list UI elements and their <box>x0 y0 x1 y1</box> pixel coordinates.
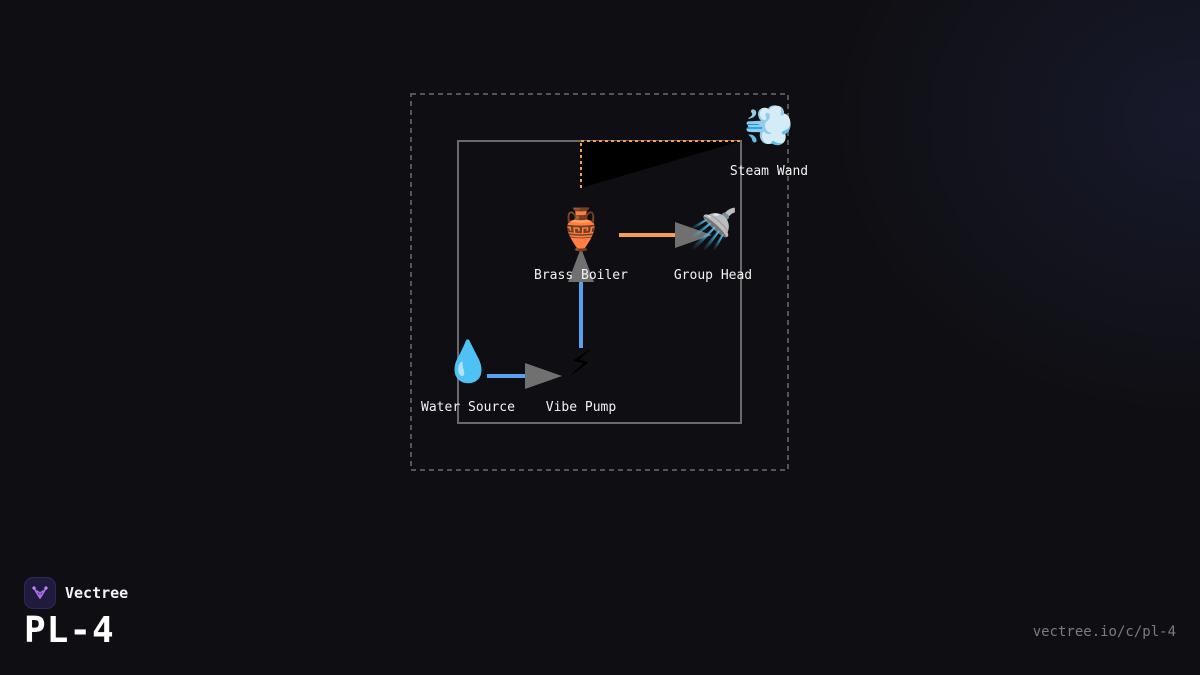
amphora-icon: 🏺 <box>556 206 606 253</box>
steam-icon: 💨 <box>744 103 794 149</box>
node-steam-wand[interactable]: 💨 Steam Wand <box>730 103 808 179</box>
node-brass-boiler[interactable]: 🏺 Brass Boiler <box>534 206 628 283</box>
diagram-url[interactable]: vectree.io/c/pl-4 <box>1032 624 1176 640</box>
node-group-head[interactable]: 🚿 Group Head <box>674 206 752 283</box>
node-vibe-pump[interactable]: ⚡ Vibe Pump <box>546 339 617 415</box>
arrow-water-pump <box>525 363 562 389</box>
node-label-vibe-pump: Vibe Pump <box>546 400 617 415</box>
steam-wedge <box>581 141 741 188</box>
arrow-pump-boiler <box>568 248 594 282</box>
node-label-brass-boiler: Brass Boiler <box>534 268 628 283</box>
brand-name: Vectree <box>65 584 129 602</box>
node-label-water-source: Water Source <box>421 400 515 415</box>
node-label-group-head: Group Head <box>674 268 752 283</box>
outer-dashed-frame <box>410 93 789 471</box>
diagram-code: PL-4 <box>24 610 115 651</box>
arrow-boiler-grouphead <box>675 222 712 248</box>
vectree-logo-icon <box>24 577 56 609</box>
droplet-icon: 💧 <box>443 338 493 385</box>
brand[interactable]: Vectree <box>24 577 128 609</box>
shower-icon: 🚿 <box>688 206 738 253</box>
lightning-icon: ⚡ <box>569 339 593 385</box>
node-label-steam-wand: Steam Wand <box>730 164 808 179</box>
node-water-source[interactable]: 💧 Water Source <box>421 338 515 415</box>
